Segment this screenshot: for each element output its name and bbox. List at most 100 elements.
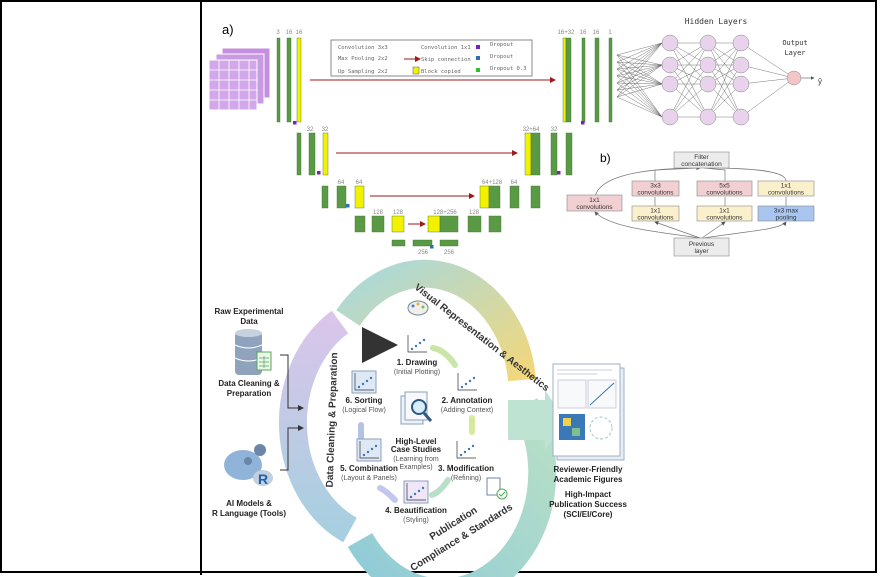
channel-label: 256 [418,250,429,256]
bottom-row-box [631,205,680,222]
case-studies-icon [400,391,433,425]
unet-figure: a) Convolution 3x3 Max Pooling 2x2 Up Sa… [208,22,612,256]
channel-label: 256 [444,250,455,256]
legend-dropout-1: Dropout [490,42,513,48]
edge [740,77,795,85]
top-row-box-line-2: convolutions [768,190,805,197]
center-line-3: (Learning from [393,456,439,463]
dropout-marker [557,171,561,175]
step-subtitle: (Styling) [403,517,429,524]
step-icon-point [459,453,463,457]
channel-label: 16 [286,30,293,36]
input-image-stack-icon [208,47,271,111]
step-icon-axes [407,335,427,353]
figure-b-label: b) [600,151,611,165]
edge [707,42,742,118]
hidden-layers-title: Hidden Layers [685,17,748,26]
channel-label: 16 [580,30,587,36]
step-icon-point [471,444,475,448]
step-subtitle: (Logical Flow) [342,407,386,414]
bottom-row-box-line-1: 3x3 max [774,208,799,215]
dropout-marker [293,121,297,125]
step-icon-axes [457,373,477,391]
case-studies-text: High-Level Case Studies (Learning from E… [391,437,442,471]
palette-icon [407,300,429,316]
step-icon-point [468,379,472,383]
database-icon [234,329,263,375]
copied-block [322,132,329,176]
channel-label: 128 [373,210,384,216]
edge [616,89,663,118]
conv-block [296,132,302,176]
edge [616,83,663,98]
conv-block [488,185,501,209]
step-title: 1. Drawing [397,358,438,367]
edge [669,42,709,118]
legend-skip: Skip connection [421,57,471,63]
conv-block [371,215,385,233]
bottom-row-box [757,205,815,222]
step-icon-point [361,382,365,386]
step-title: 4. Beautification [385,506,447,515]
hidden-node [732,108,750,126]
step-icon-point [467,447,471,451]
step-icon-point [472,376,476,380]
edge [740,42,795,79]
step-icon-axes [406,483,426,501]
output-layer-title-2: Layer [784,49,805,57]
step-title: 2. Annotation [442,396,493,405]
step-icon-point [463,450,467,454]
edge [616,75,663,85]
step-icon-point [417,489,421,493]
edge [669,64,709,118]
output-arrow [508,390,565,450]
edge [616,61,663,66]
center-line-1: High-Level [396,437,437,446]
bottom-row-box-line-2: convolutions [637,215,674,222]
step-title: 5. Combination [340,464,398,473]
edge [616,42,663,77]
top-row-box-line-1: 1x1 [781,183,792,190]
edge [616,64,663,91]
table-column-divider [200,0,202,575]
step-icon-point [414,344,418,348]
hidden-node [732,75,750,93]
step-icon-point [365,379,369,383]
step-icon-point [357,385,361,389]
step-icon-axes [359,441,379,459]
channel-label: 64+128 [482,180,503,186]
neural-network-graph [616,34,815,126]
hidden-node [699,108,717,126]
unet-legend: Convolution 3x3 Max Pooling 2x2 Up Sampl… [330,39,533,77]
edge [616,96,663,118]
conv-block [581,37,586,123]
workflow-ring: Visual Representation & Aesthetics Data … [278,259,565,577]
step-icon-point [370,447,374,451]
output-layer-title-1: Output [782,39,807,47]
edge [669,83,709,118]
workflow-step: 6. Sorting(Logical Flow) [342,370,386,414]
channel-label: 3 [276,30,280,36]
academic-figures-output: Reviewer-Friendly Academic Figures High-… [549,363,627,519]
cleaning-label-1: Data Cleaning & [218,379,280,388]
step-icon-point [362,453,366,457]
edge [616,82,663,85]
channel-label: 64 [356,180,363,186]
conv-block [530,185,541,209]
conv-block [467,215,482,233]
hidden-node [661,108,679,126]
step-icon-axes [354,373,374,391]
bottom-row-box-line-1: 1x1 [650,208,661,215]
conv1x1-left-box-line-2: convolutions [576,204,613,211]
hidden-node [661,75,679,93]
document-check-icon [486,477,508,500]
workflow-step: 2. Annotation(Adding Context) [441,371,493,414]
copied-block [296,37,302,123]
step-icon-point [374,444,378,448]
conv1x1-left-box-line-1: 1x1 [589,197,600,204]
step-icon-point [421,486,425,490]
channel-label: 16 [296,30,303,36]
step-icon-point [369,376,373,380]
conv-block [530,132,541,176]
